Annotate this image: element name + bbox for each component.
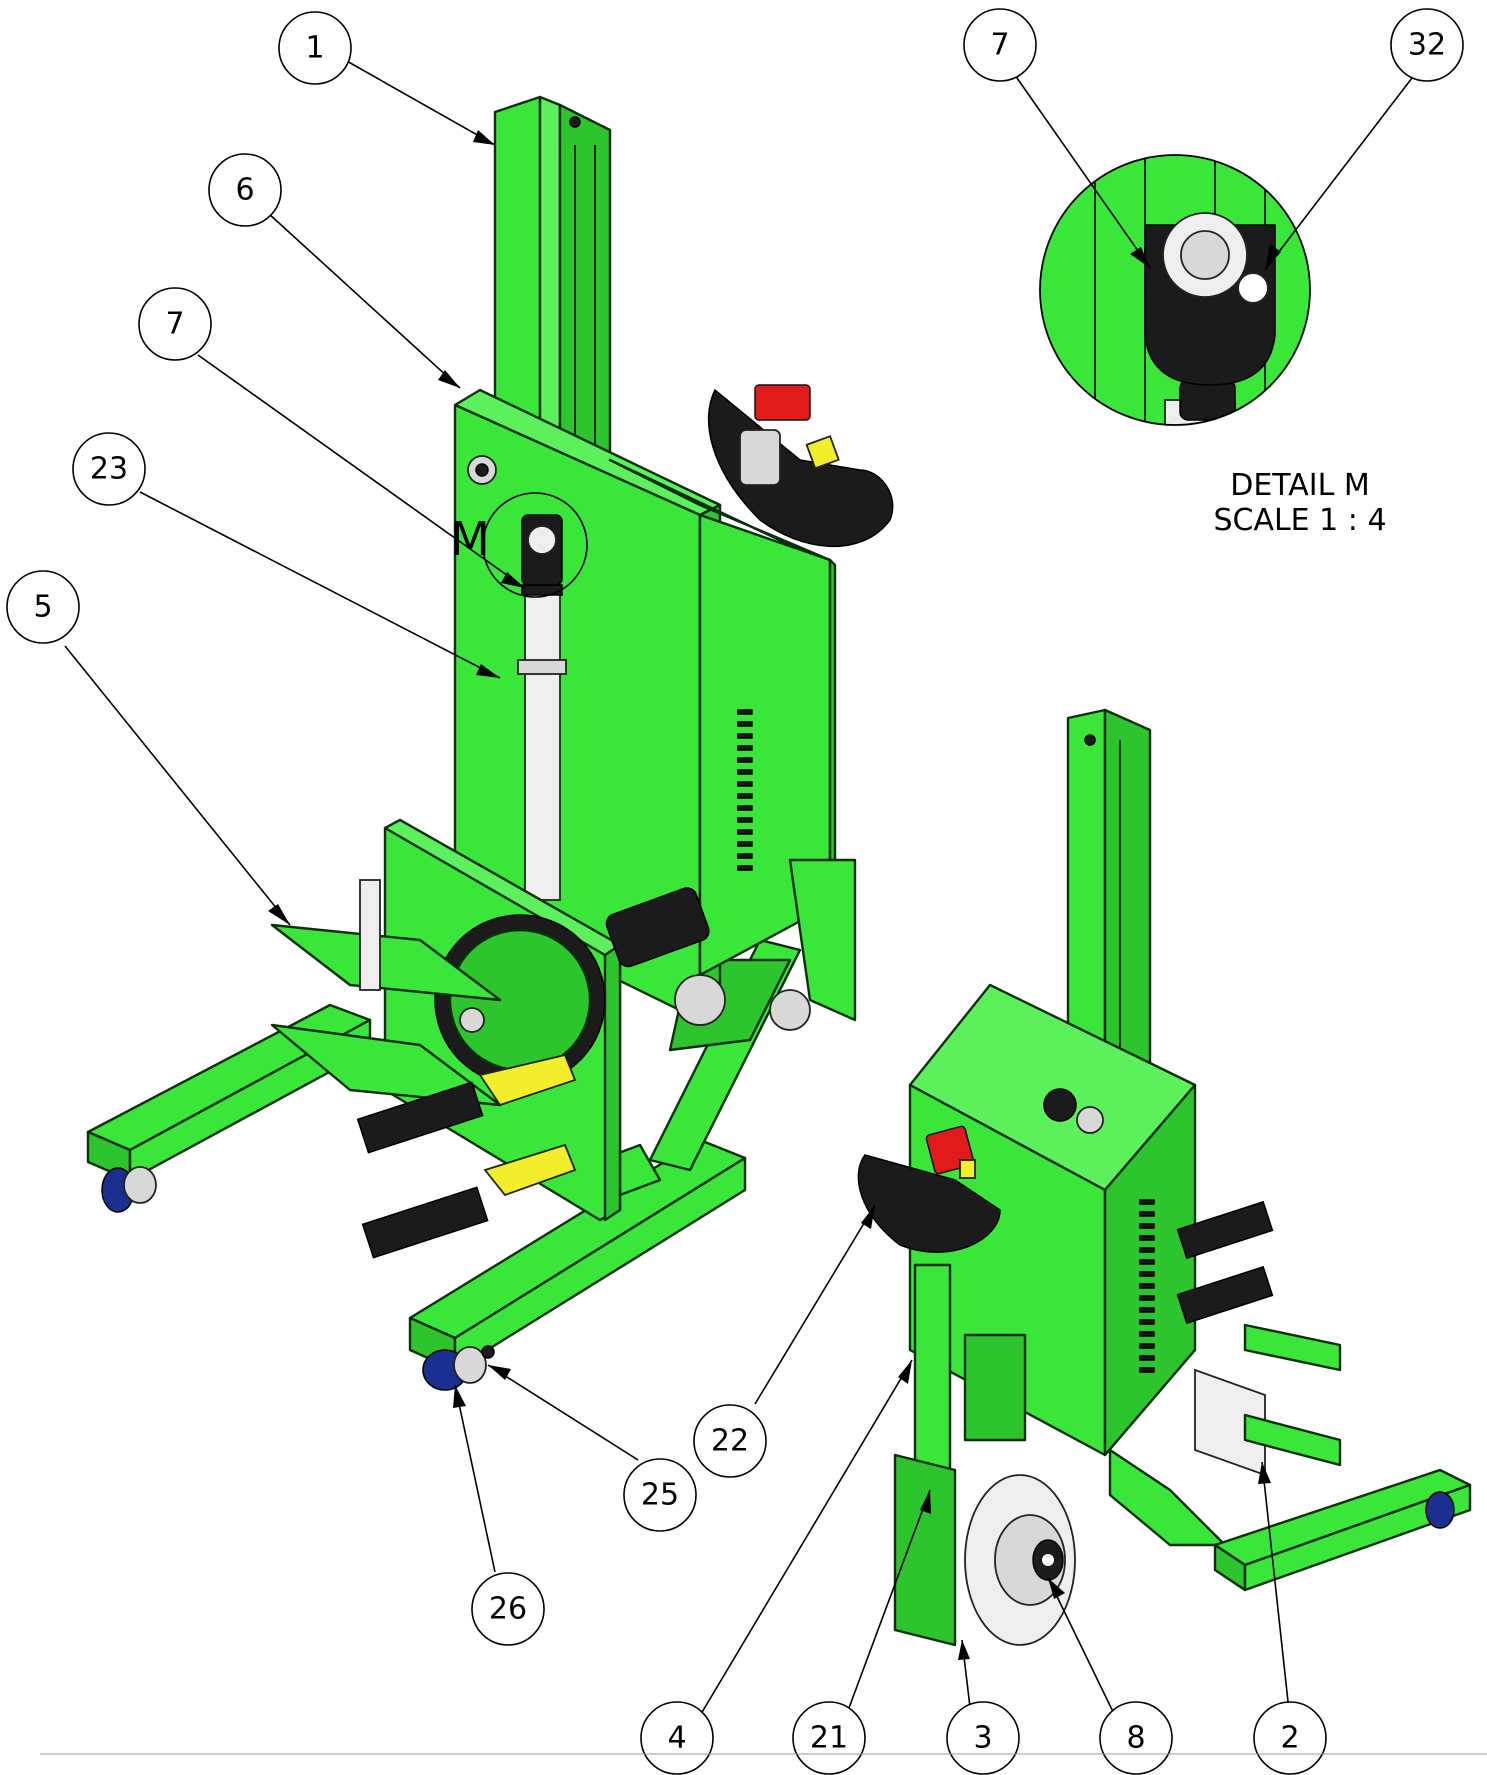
left-drive-motor: [605, 887, 811, 1031]
right-rear-arms: [1176, 1200, 1342, 1477]
balloon-3: 3: [946, 1701, 1020, 1775]
svg-text:32: 32: [1408, 28, 1446, 63]
balloon-21: 21: [792, 1701, 866, 1775]
right-base-frame: [1108, 1448, 1472, 1592]
left-control-handle: [707, 384, 894, 548]
leader-lines: [64, 59, 1416, 1725]
right-vent-slots: [1139, 1199, 1155, 1373]
svg-text:6: 6: [235, 173, 254, 208]
balloon-5: 5: [6, 570, 80, 644]
svg-text:1: 1: [305, 31, 324, 66]
svg-text:25: 25: [641, 1478, 679, 1513]
right-control-handle: [857, 1125, 1001, 1253]
balloon-22: 22: [693, 1404, 767, 1478]
balloon-2: 2: [1253, 1701, 1327, 1775]
balloon-25: 25: [623, 1458, 697, 1532]
left-actuator: M: [450, 492, 588, 901]
balloon-1: 1: [278, 11, 352, 85]
balloon-4: 4: [640, 1701, 714, 1775]
right-electrical-cabinet: [908, 983, 1197, 1457]
svg-text:22: 22: [711, 1424, 749, 1459]
detail-m-title: DETAIL M: [1230, 468, 1370, 503]
balloon-32: 32: [1390, 8, 1464, 82]
detail-m-view: DETAIL M SCALE 1 : 4: [1039, 154, 1387, 538]
left-clamp-arms: [270, 879, 577, 1259]
svg-text:26: 26: [489, 1592, 527, 1627]
balloon-26: 26: [471, 1572, 545, 1646]
balloon-8: 8: [1099, 1701, 1173, 1775]
left-caster-front: [101, 1166, 495, 1391]
svg-text:7: 7: [165, 307, 184, 342]
right-drive-unit: [893, 1263, 1076, 1647]
left-lifter-assembly: M: [86, 95, 894, 1391]
svg-text:4: 4: [667, 1721, 686, 1756]
balloon-23: 23: [72, 432, 146, 506]
left-vent-slots: [737, 709, 753, 871]
svg-text:8: 8: [1126, 1721, 1145, 1756]
left-main-housing: [453, 388, 857, 1022]
balloon-6: 6: [208, 153, 282, 227]
detail-m-callout-circle: [482, 492, 588, 598]
balloon-7: 7: [138, 287, 212, 361]
svg-text:3: 3: [973, 1721, 992, 1756]
balloons: 1 6 7 23 5 7 32 22: [6, 8, 1464, 1775]
balloon-7-detail: 7: [963, 8, 1037, 82]
svg-text:23: 23: [90, 452, 128, 487]
svg-text:5: 5: [33, 590, 52, 625]
right-lifter-assembly: [857, 708, 1472, 1647]
svg-text:2: 2: [1280, 1721, 1299, 1756]
svg-text:7: 7: [990, 28, 1009, 63]
detail-m-scale: SCALE 1 : 4: [1213, 503, 1386, 538]
svg-text:21: 21: [810, 1721, 848, 1756]
